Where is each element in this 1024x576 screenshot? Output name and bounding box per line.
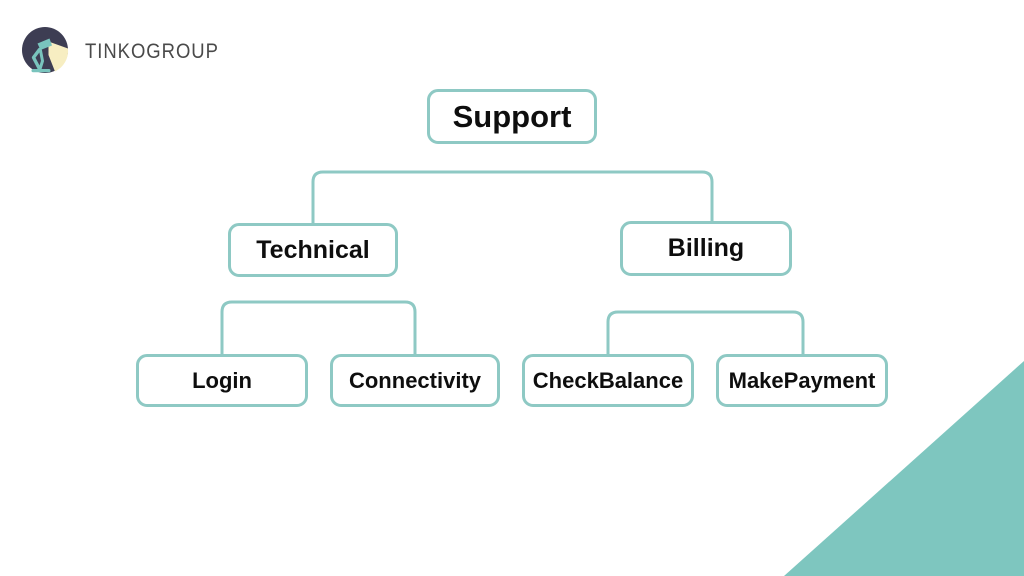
node-technical[interactable]: Technical bbox=[228, 223, 398, 277]
node-makepayment[interactable]: MakePayment bbox=[716, 354, 888, 407]
node-billing[interactable]: Billing bbox=[620, 221, 792, 276]
node-support[interactable]: Support bbox=[427, 89, 597, 144]
node-checkbalance[interactable]: CheckBalance bbox=[522, 354, 694, 407]
brand-lockup: TINKOGROUP bbox=[18, 24, 237, 80]
edge-billing-to-leaves bbox=[606, 310, 805, 355]
edge-technical-to-leaves bbox=[220, 300, 417, 355]
node-login[interactable]: Login bbox=[136, 354, 308, 407]
brand-wordmark: TINKOGROUP bbox=[85, 40, 219, 63]
node-connectivity[interactable]: Connectivity bbox=[330, 354, 500, 407]
edge-support-to-level2 bbox=[311, 170, 714, 222]
desk-lamp-circle-logo-icon bbox=[22, 27, 69, 73]
